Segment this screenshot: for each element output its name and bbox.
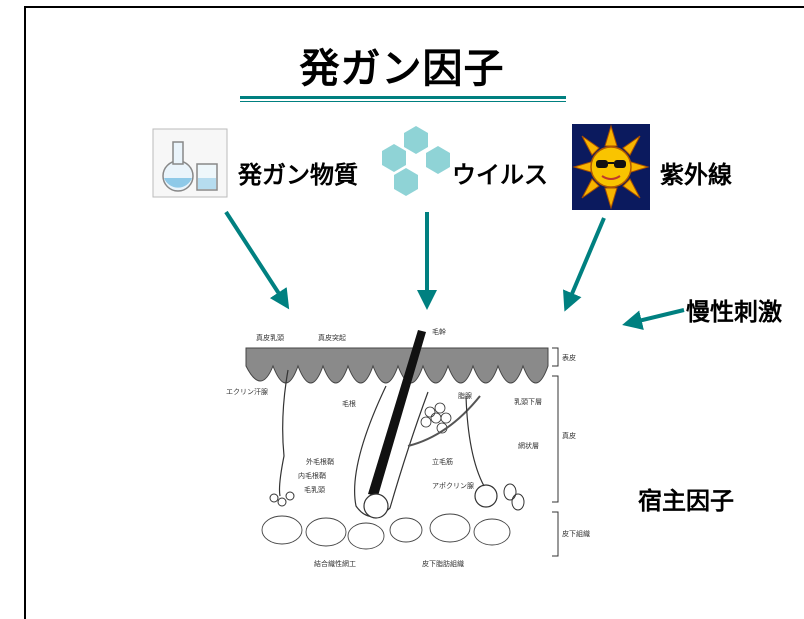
label-hair-root: 毛根: [342, 399, 356, 408]
sun-sunglasses-icon: [572, 124, 650, 210]
slide-title: 発ガン因子: [299, 46, 505, 92]
label-connective: 結合織性網工: [314, 559, 356, 568]
label-fat: 皮下脂肪組織: [422, 559, 464, 568]
label-eccrine: エクリン汗腺: [226, 387, 268, 396]
chronic-irritation-label: 慢性刺激: [686, 298, 782, 326]
arrow-carcinogen: [224, 210, 290, 310]
label-ridge: 真皮突起: [318, 333, 346, 342]
arrow-uv: [563, 217, 606, 312]
label-apocrine: アポクリン腺: [432, 481, 474, 490]
label-reticular: 網状層: [518, 441, 539, 450]
epidermis-layer: [245, 347, 549, 384]
title-underline: [240, 96, 566, 99]
hair-shaft: [368, 330, 426, 496]
virus-hexagons-icon: [382, 126, 450, 196]
host-factor-label: 宿主因子: [638, 487, 734, 515]
label-papilla-hair: 毛乳頭: [304, 485, 325, 494]
title-underline-thin: [240, 101, 566, 102]
label-dermis: 真皮: [562, 431, 576, 440]
slide-frame: [24, 6, 804, 619]
label-arrector: 立毛筋: [432, 457, 453, 466]
label-subpapillary: 乳頭下層: [514, 397, 542, 406]
label-epidermis: 表皮: [562, 353, 576, 362]
arrow-chronic: [622, 308, 685, 330]
skin-cross-section-diagram: 真皮乳頭 真皮突起 毛幹 表皮 毛根 脂腺 エクリン汗腺 乳頭下層 網状層 真皮…: [226, 327, 590, 568]
label-shaft: 毛幹: [432, 327, 446, 336]
label-papilla: 真皮乳頭: [256, 333, 284, 342]
label-inner-sheath: 内毛根鞘: [298, 471, 326, 480]
label-outer-sheath: 外毛根鞘: [306, 457, 334, 466]
label-sebaceous: 脂腺: [458, 391, 472, 400]
uv-label: 紫外線: [660, 161, 732, 189]
flask-beaker-icon: [152, 128, 228, 198]
hair-follicle: [354, 385, 429, 518]
carcinogen-label: 発ガン物質: [238, 161, 358, 189]
label-subcutis: 皮下組織: [562, 529, 590, 538]
virus-label: ウイルス: [452, 161, 548, 189]
